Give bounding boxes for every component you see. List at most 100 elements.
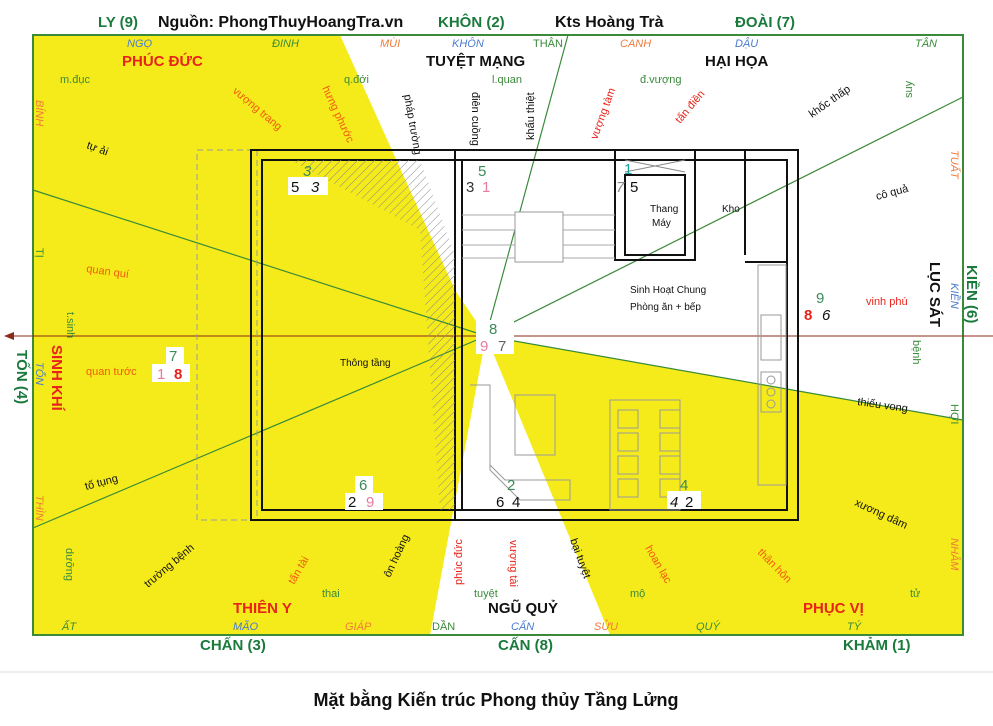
star-dien-cuong: điên cuồng xyxy=(469,92,481,146)
hatched-void xyxy=(290,160,455,510)
flying-star-sw: 6 2 9 xyxy=(345,476,383,511)
mountain-ty: TÝ xyxy=(847,620,862,633)
dining-table xyxy=(609,399,681,511)
arrow-west-icon xyxy=(4,332,14,340)
star-quan-tuoc: quan tước xyxy=(86,366,137,378)
svg-text:8: 8 xyxy=(489,321,497,338)
star-suy: suy xyxy=(903,80,915,98)
star-vinh-phu: vinh phú xyxy=(866,296,908,308)
star-q-doi: q.đới xyxy=(344,74,369,86)
compass-border xyxy=(32,34,964,636)
trigram-ton: TỐN (4) xyxy=(13,350,31,404)
mountain-ti: TỊ xyxy=(33,248,45,258)
svg-text:5: 5 xyxy=(291,179,299,196)
mountain-kien: KIỀN xyxy=(948,283,961,309)
star-t-sinh: t.sinh xyxy=(64,312,76,338)
mountain-mao: MÃO xyxy=(233,620,259,633)
svg-text:3: 3 xyxy=(311,179,320,196)
flying-star-lift: 1 7 5 xyxy=(616,161,638,196)
star-tu: tử xyxy=(910,588,921,600)
svg-text:4: 4 xyxy=(680,477,688,494)
zone-ngu-quy xyxy=(430,336,610,635)
flying-star-se: 4 4 2 xyxy=(667,477,701,511)
flying-star-west: 7 1 8 xyxy=(152,347,190,383)
zone-luc-sat: LỤC SÁT xyxy=(926,262,943,327)
zone-tuyet-mang: TUYỆT MẠNG xyxy=(426,52,525,70)
staircase xyxy=(462,211,615,263)
star-benh: bệnh xyxy=(910,340,922,364)
mountain-quy: QUÝ xyxy=(696,620,721,633)
svg-text:4: 4 xyxy=(512,494,520,511)
svg-text:6: 6 xyxy=(359,477,367,494)
trigram-ly: LY (9) xyxy=(98,14,138,31)
svg-text:4: 4 xyxy=(670,494,678,511)
svg-text:7: 7 xyxy=(169,348,177,365)
svg-text:9: 9 xyxy=(366,494,374,511)
mountain-mui: MÙI xyxy=(380,37,400,50)
flying-star-center: 8 9 7 xyxy=(476,320,514,355)
svg-text:6: 6 xyxy=(822,307,831,324)
trigram-khon: KHÔN (2) xyxy=(438,13,505,31)
svg-text:2: 2 xyxy=(348,494,356,511)
trigram-can: CẤN (8) xyxy=(498,637,553,654)
mountain-tan: TÂN xyxy=(915,37,937,50)
star-l-quan: l.quan xyxy=(492,74,522,86)
trigram-doai: ĐOÀI (7) xyxy=(735,14,795,31)
svg-text:7: 7 xyxy=(498,338,506,355)
source-label: Nguồn: PhongThuyHoangTra.vn xyxy=(158,14,403,31)
svg-text:2: 2 xyxy=(685,494,693,511)
mountain-nham: NHÂM xyxy=(948,538,961,571)
kitchen-counter xyxy=(757,264,787,486)
mountain-ngo: NGỌ xyxy=(127,38,153,50)
mountain-dan: DẦN xyxy=(432,620,455,633)
star-thai: thai xyxy=(322,588,340,600)
flying-star-nw: 3 5 3 xyxy=(288,163,328,196)
zone-phuc-vi: PHỤC VỊ xyxy=(803,600,864,617)
mountain-khon: KHÔN xyxy=(452,37,484,50)
star-phuc-duc: phúc đức xyxy=(453,539,465,585)
room-may: Máy xyxy=(652,218,671,229)
trigram-kien: KIỀN (6) xyxy=(963,265,980,323)
star-quan-qui: quan quí xyxy=(86,263,130,281)
svg-text:3: 3 xyxy=(466,179,474,196)
sector-lines xyxy=(32,34,964,529)
mountain-can: CẤN xyxy=(511,620,534,633)
svg-text:1: 1 xyxy=(624,161,632,178)
svg-text:5: 5 xyxy=(630,179,638,196)
zone-thien-y xyxy=(33,336,486,635)
zone-hai-hoa: HẠI HỌA xyxy=(705,53,769,70)
mountain-dau: DẬU xyxy=(735,37,758,50)
room-thang: Thang xyxy=(650,204,678,215)
caption-title: Mặt bằng Kiến trúc Phong thủy Tầng Lửng xyxy=(313,689,678,710)
flying-star-stair: 5 3 1 xyxy=(466,163,490,196)
zone-ngu-quy: NGŨ QUỶ xyxy=(488,599,558,617)
sofa xyxy=(470,384,571,501)
room-kho: Kho xyxy=(722,204,740,215)
author-label: Kts Hoàng Trà xyxy=(555,14,664,31)
mountain-canh: CANH xyxy=(620,38,651,50)
mountain-thin: THÌN xyxy=(33,495,46,521)
room-phong-an-bep: Phòng ăn + bếp xyxy=(630,301,701,313)
zone-thien-y: THIÊN Y xyxy=(233,599,292,617)
mountain-tuat: TUẤT xyxy=(948,150,961,180)
flying-star-s: 2 6 4 xyxy=(496,477,520,511)
mountain-at: ẤT xyxy=(61,620,77,633)
svg-text:8: 8 xyxy=(174,366,182,383)
zone-phuc-duc-sinh-khi xyxy=(33,35,486,336)
room-sinh-hoat-chung: Sinh Hoạt Chung xyxy=(630,285,706,296)
mountain-ton: TỐN xyxy=(33,362,46,385)
svg-text:7: 7 xyxy=(616,179,625,196)
mountain-hoi: HỢI xyxy=(948,404,960,424)
mountain-dinh: ĐINH xyxy=(272,38,299,50)
elevator xyxy=(624,159,686,173)
star-duong: dưỡng xyxy=(63,548,75,581)
svg-text:3: 3 xyxy=(303,163,312,180)
room-thong-tang: Thông tầng xyxy=(340,357,391,369)
dashed-outline xyxy=(196,149,258,521)
svg-text:6: 6 xyxy=(496,494,504,511)
flying-star-east: 9 8 6 xyxy=(804,290,831,324)
star-m-duc: m.đục xyxy=(60,74,90,86)
trigram-kham: KHẢM (1) xyxy=(843,637,911,654)
star-mo: mộ xyxy=(630,588,645,600)
